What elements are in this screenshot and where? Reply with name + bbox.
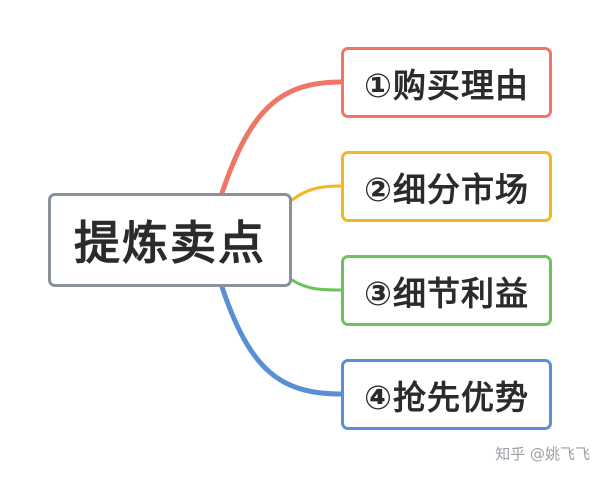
branch-connector-2: [290, 184, 343, 202]
child-node-3: ③细节利益: [341, 255, 552, 326]
child-node-2: ②细分市场: [341, 151, 552, 222]
child-node-1-label: ①购买理由: [364, 65, 529, 105]
child-node-3-label: ③细节利益: [364, 273, 529, 313]
child-node-2-label: ②细分市场: [364, 169, 529, 209]
child-node-4-label: ④抢先优势: [364, 377, 529, 417]
branch-connector-3: [290, 278, 343, 292]
root-node: 提炼卖点: [48, 193, 292, 287]
watermark: 知乎 @姚飞飞: [495, 445, 590, 463]
root-node-label: 提炼卖点: [74, 216, 266, 270]
child-node-4: ④抢先优势: [341, 359, 552, 430]
child-node-1: ①购买理由: [341, 47, 552, 118]
branch-connector-1: [219, 79, 344, 196]
branch-connector-4: [219, 284, 344, 397]
